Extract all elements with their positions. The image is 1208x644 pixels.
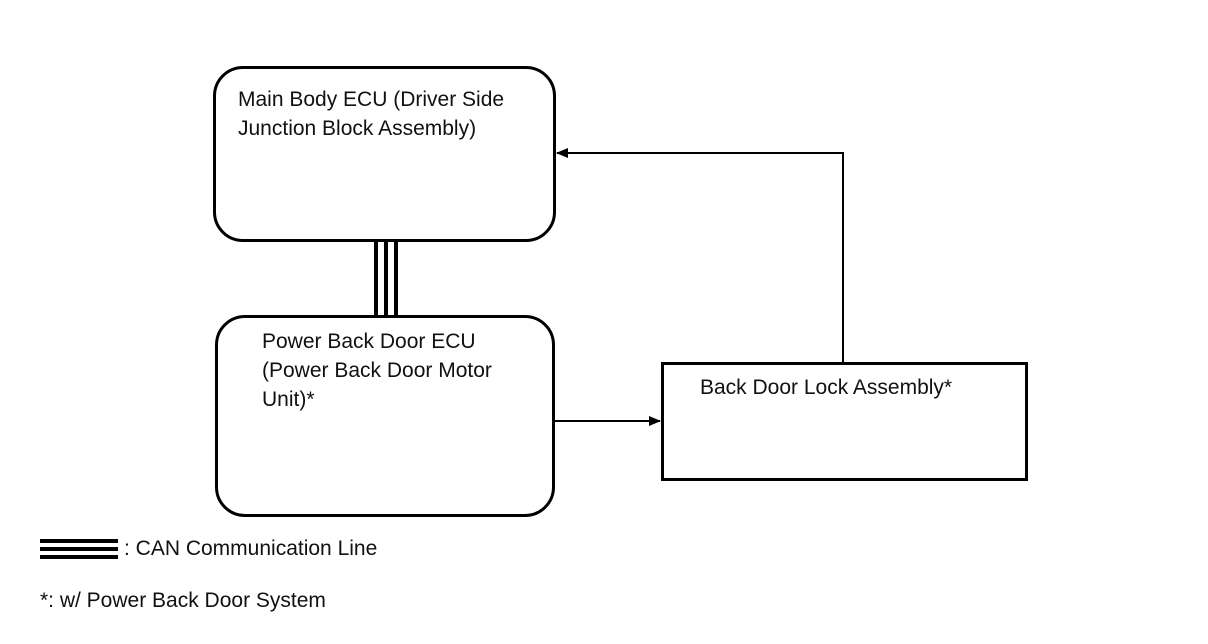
arrow-back-door-lock-to-main-body-ecu (556, 148, 844, 362)
can-communication-line (374, 242, 398, 315)
main-body-ecu-box: Main Body ECU (Driver Side Junction Bloc… (213, 66, 556, 242)
legend-footnote: *: w/ Power Back Door System (40, 589, 326, 612)
power-back-door-ecu-box: Power Back Door ECU (Power Back Door Mot… (215, 315, 555, 517)
back-door-lock-assembly-label: Back Door Lock Assembly* (700, 376, 953, 399)
main-body-ecu-label: Main Body ECU (Driver Side Junction Bloc… (238, 88, 505, 140)
can-line-swatch (40, 539, 118, 559)
back-door-lock-assembly-box: Back Door Lock Assembly* (661, 362, 1028, 481)
power-back-door-ecu-label: Power Back Door ECU (Power Back Door Mot… (262, 330, 492, 411)
legend-can-line-text: : CAN Communication Line (124, 537, 378, 560)
